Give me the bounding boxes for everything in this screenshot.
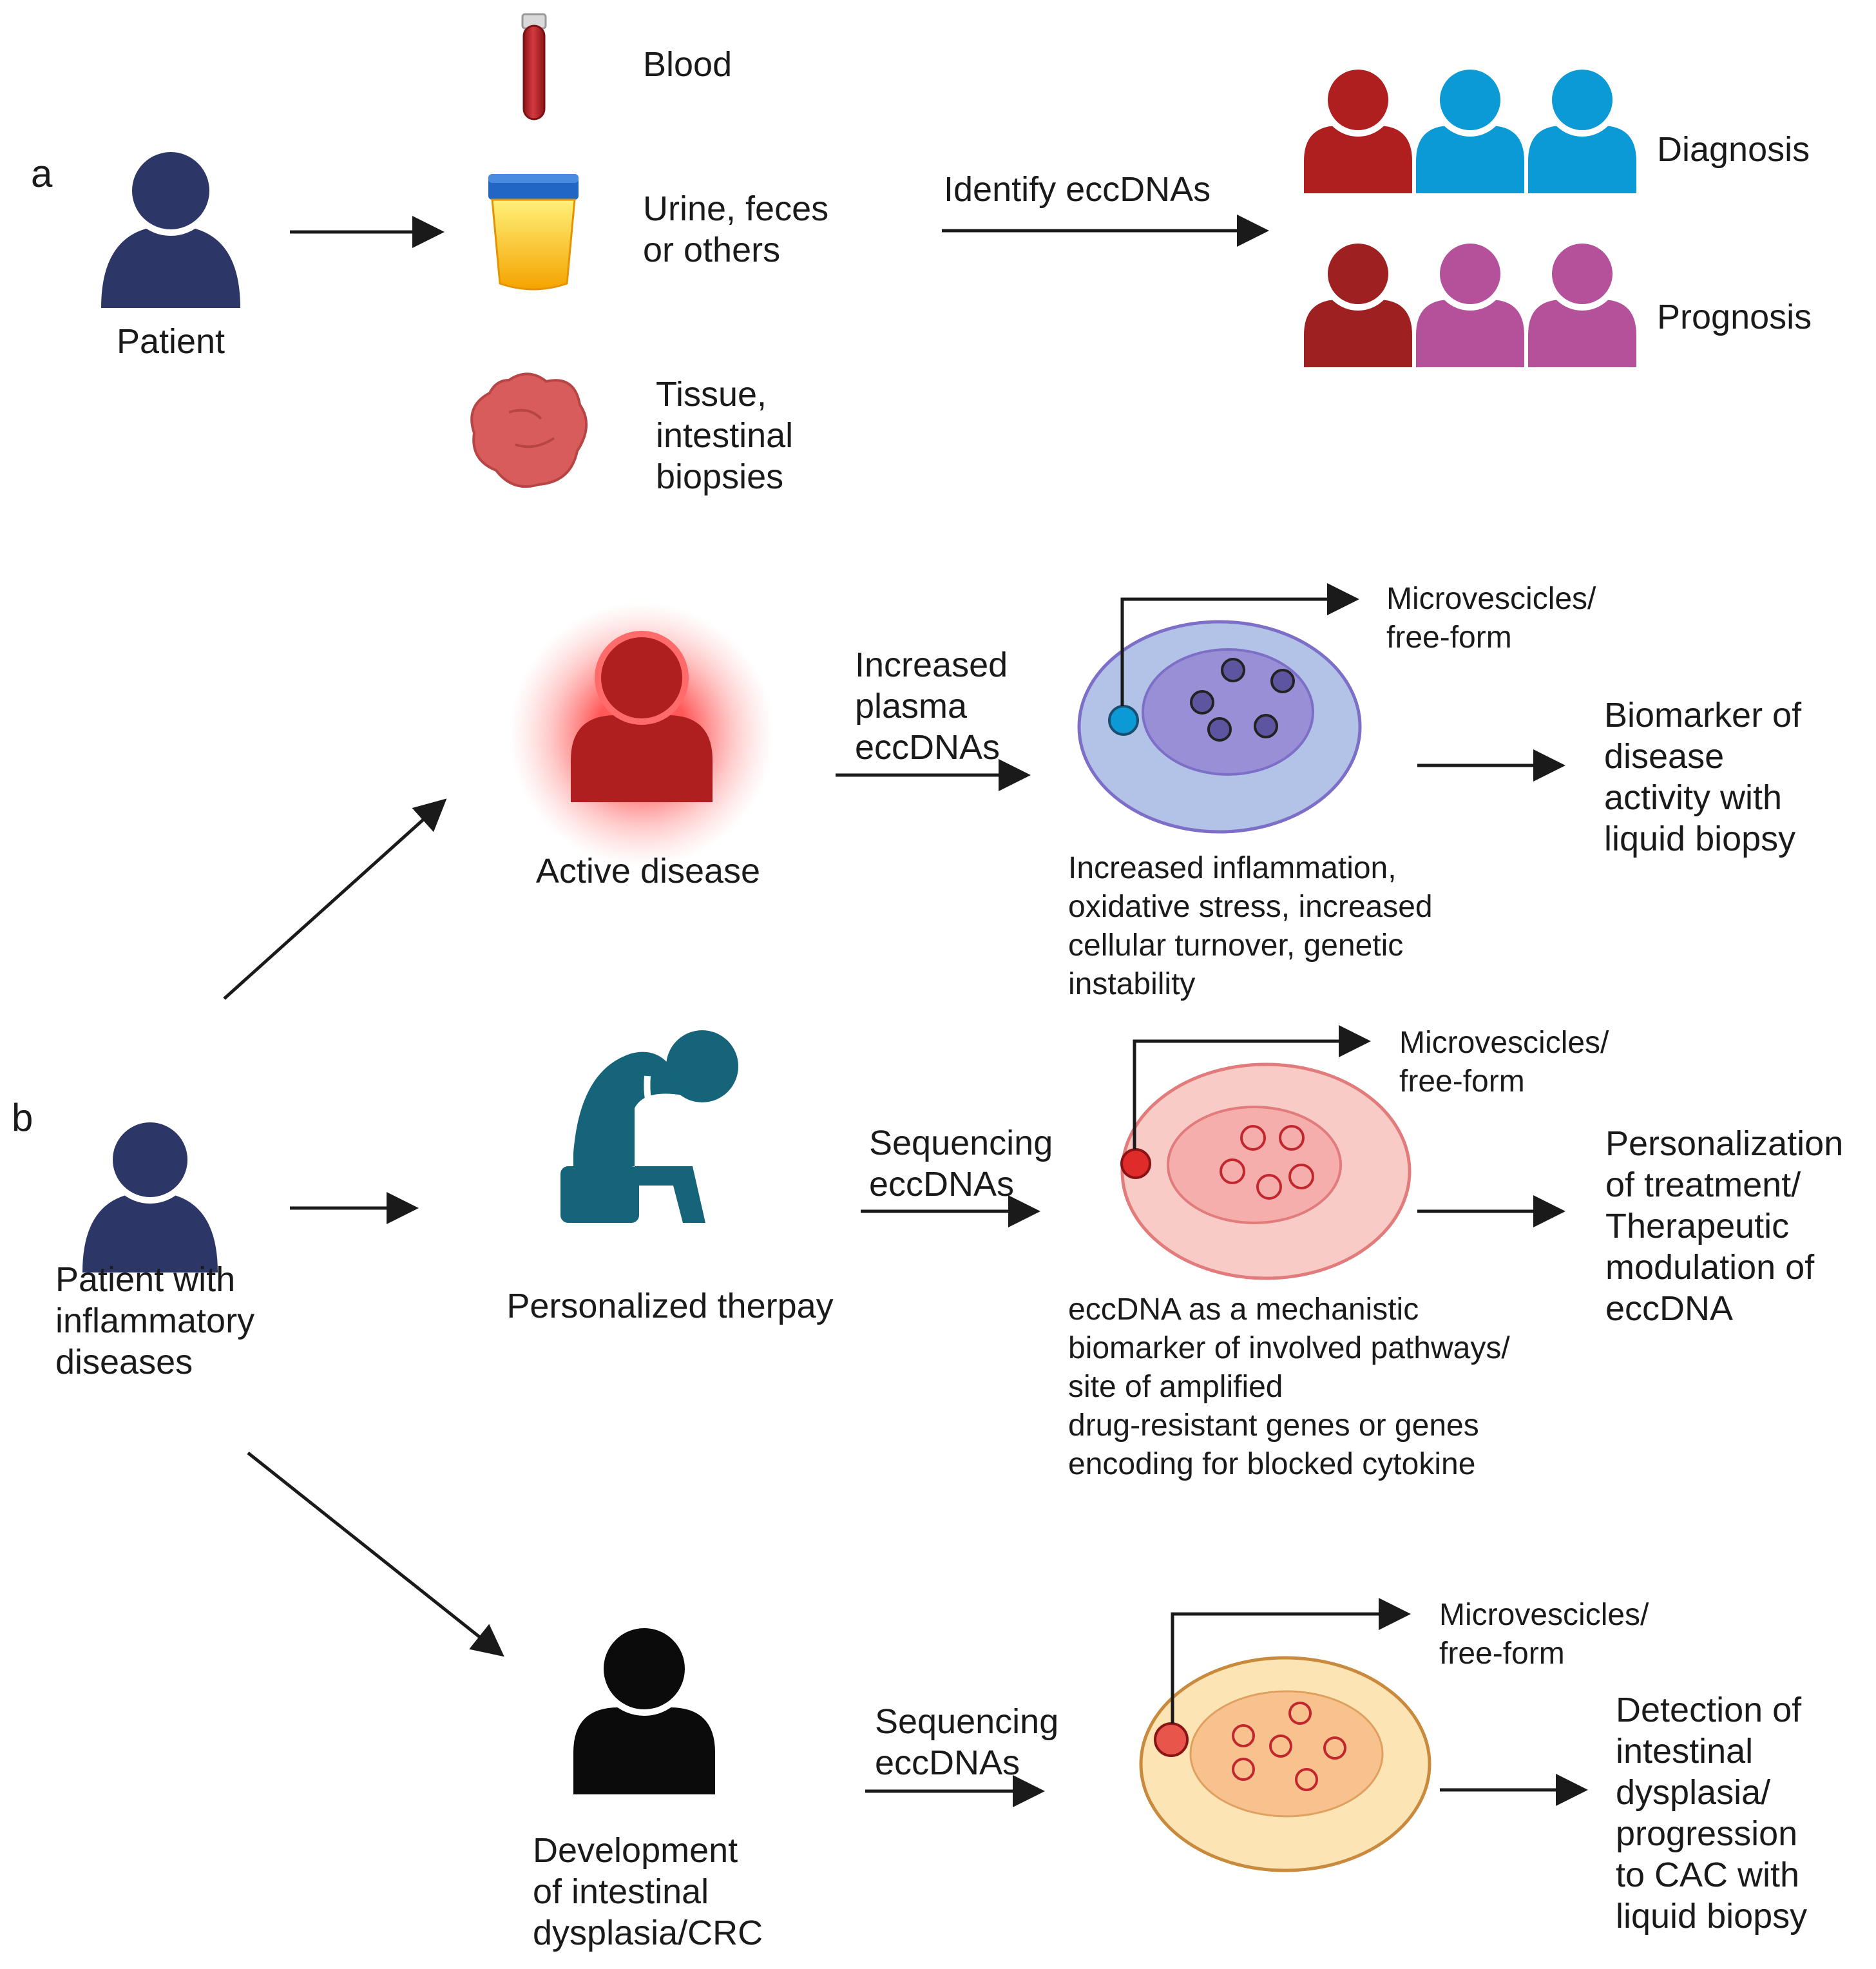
active-caption: Increased inflammation, oxidative stress… (1068, 851, 1441, 1001)
prognosis-label: Prognosis (1657, 298, 1812, 336)
tissue-label: Tissue, intestinal biopsies (656, 375, 803, 496)
dysplasia-person-label: Development of intestinal dysplasia/CRC (533, 1831, 763, 1952)
therapy-caption: eccDNA as a mechanistic biomarker of inv… (1068, 1292, 1518, 1481)
dysplasia-person-icon (573, 1622, 715, 1794)
diagnosis-group-icon (1304, 63, 1636, 193)
patient-icon (101, 146, 240, 308)
therapy-outcome: Personalization of treatment/ Therapeuti… (1605, 1124, 1853, 1328)
urine-cup-icon (488, 174, 579, 291)
active-vesicle-arrow (1120, 583, 1359, 706)
therapy-person-icon (560, 1030, 738, 1223)
blood-label: Blood (643, 45, 732, 84)
active-arrow-label: Increased plasma eccDNAs (855, 646, 1017, 767)
therapy-cell-icon (1120, 1062, 1412, 1280)
inflammatory-patient-icon (82, 1116, 218, 1273)
identify-eccdnas-label: Identify eccDNAs (944, 170, 1211, 209)
dysplasia-outcome: Detection of intestinal dysplasia/ progr… (1616, 1691, 1811, 1935)
dysplasia-arrow-label: Sequencing eccDNAs (875, 1702, 1068, 1782)
dysplasia-cell-icon (1139, 1656, 1431, 1872)
therapy-vesicle-arrow (1133, 1025, 1371, 1149)
inflammatory-patient-label: Patient with inflammatory diseases (55, 1260, 264, 1381)
therapy-vesicle-label: Microvescicles/ free-form (1399, 1026, 1618, 1099)
patient-label: Patient (117, 322, 225, 361)
active-cell-icon (1077, 620, 1362, 834)
active-vesicle-label: Microvescicles/ free-form (1386, 582, 1605, 655)
active-outcome: Biomarker of disease activity with liqui… (1604, 696, 1811, 858)
prognosis-group-icon (1304, 237, 1636, 367)
panel-a-letter: a (31, 152, 53, 195)
arrow-to-dysplasia (247, 1452, 504, 1657)
urine-label: Urine, feces or others (643, 189, 838, 269)
dysplasia-vesicle-arrow (1171, 1598, 1411, 1724)
therapy-person-label: Personalized therpay (506, 1287, 833, 1325)
active-disease-label: Active disease (536, 852, 760, 890)
therapy-arrow-label: Sequencing eccDNAs (869, 1124, 1062, 1204)
tissue-icon (470, 372, 588, 488)
active-disease-person-icon (510, 602, 774, 867)
dysplasia-vesicle-label: Microvescicles/ free-form (1439, 1598, 1658, 1671)
blood-tube-icon (521, 13, 547, 120)
panel-b-letter: b (12, 1096, 33, 1139)
arrow-to-active-disease (223, 798, 447, 1000)
diagnosis-label: Diagnosis (1657, 130, 1810, 169)
